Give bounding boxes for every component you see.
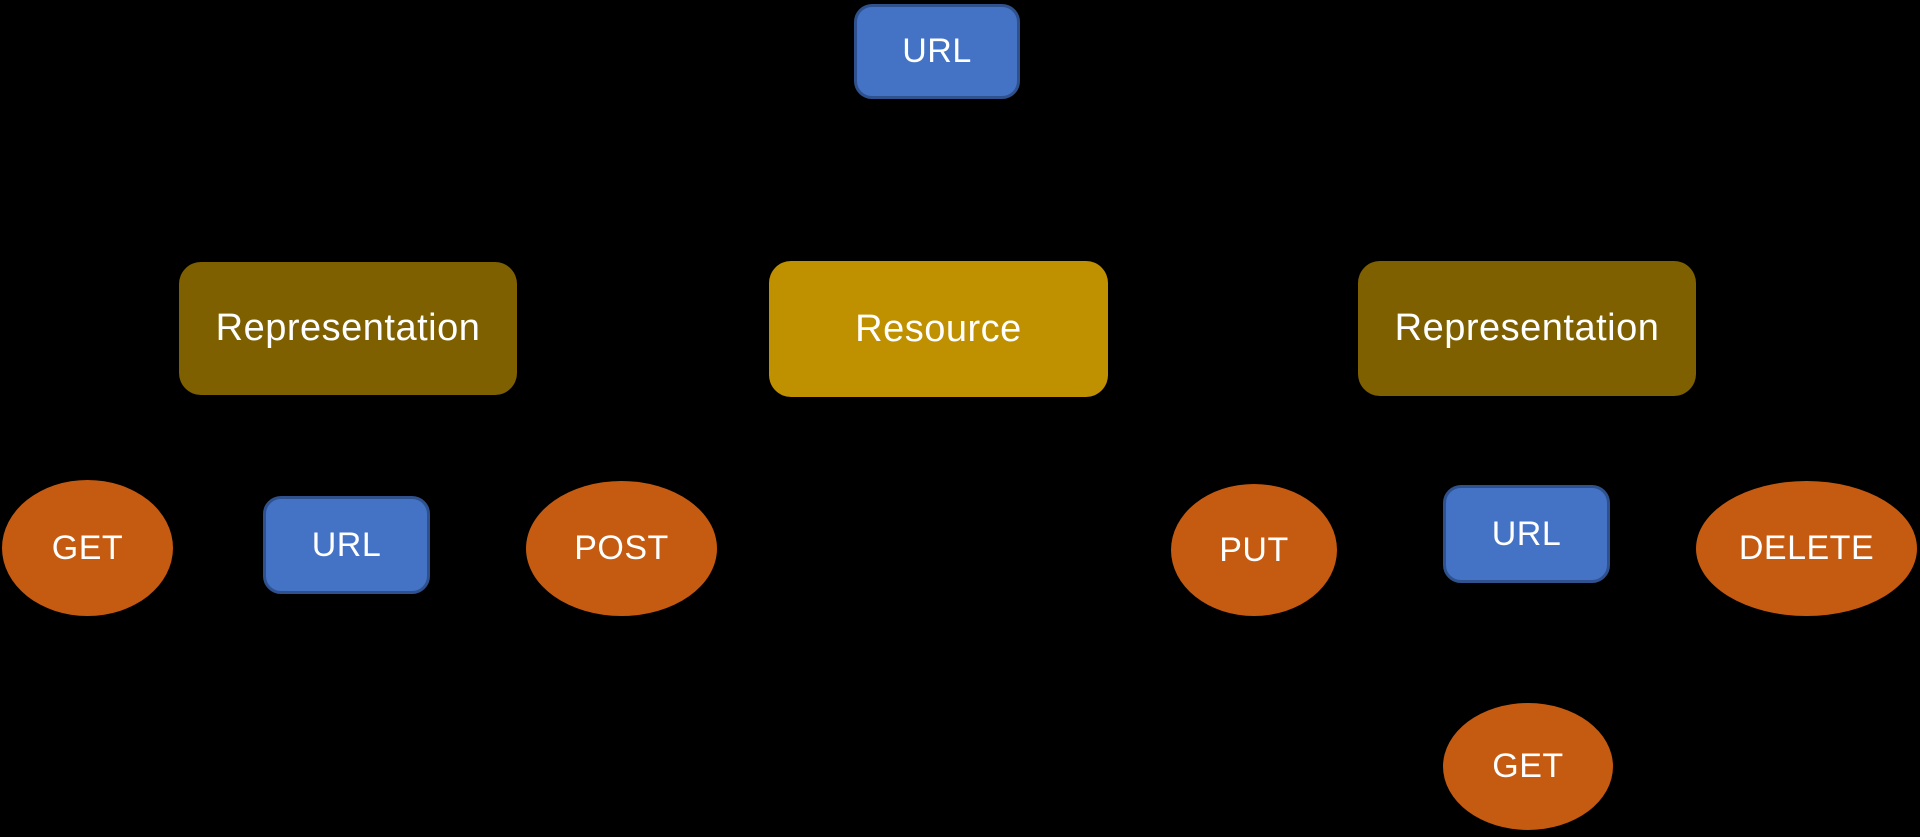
- node-delete-label: DELETE: [1738, 529, 1875, 567]
- node-representation-right: Representation: [1358, 261, 1696, 396]
- node-put-label: PUT: [1219, 530, 1289, 569]
- node-put: PUT: [1171, 484, 1337, 616]
- node-post-label: POST: [574, 529, 669, 567]
- node-url-left-label: URL: [311, 525, 382, 564]
- node-resource: Resource: [769, 261, 1108, 397]
- node-resource-label: Resource: [855, 307, 1022, 350]
- node-representation-right-label: Representation: [1394, 307, 1660, 349]
- node-get-left: GET: [2, 480, 173, 616]
- node-representation-left-label: Representation: [215, 307, 481, 349]
- node-url-top-label: URL: [902, 32, 972, 70]
- node-get-bottom: GET: [1443, 703, 1613, 830]
- node-url-left: URL: [263, 496, 430, 594]
- node-url-right: URL: [1443, 485, 1610, 583]
- node-get-bottom-label: GET: [1492, 747, 1564, 785]
- node-delete: DELETE: [1696, 481, 1917, 616]
- node-representation-left: Representation: [179, 262, 517, 395]
- node-url-right-label: URL: [1491, 514, 1562, 553]
- node-url-top: URL: [854, 4, 1020, 99]
- node-post: POST: [526, 481, 717, 616]
- node-get-left-label: GET: [51, 528, 124, 567]
